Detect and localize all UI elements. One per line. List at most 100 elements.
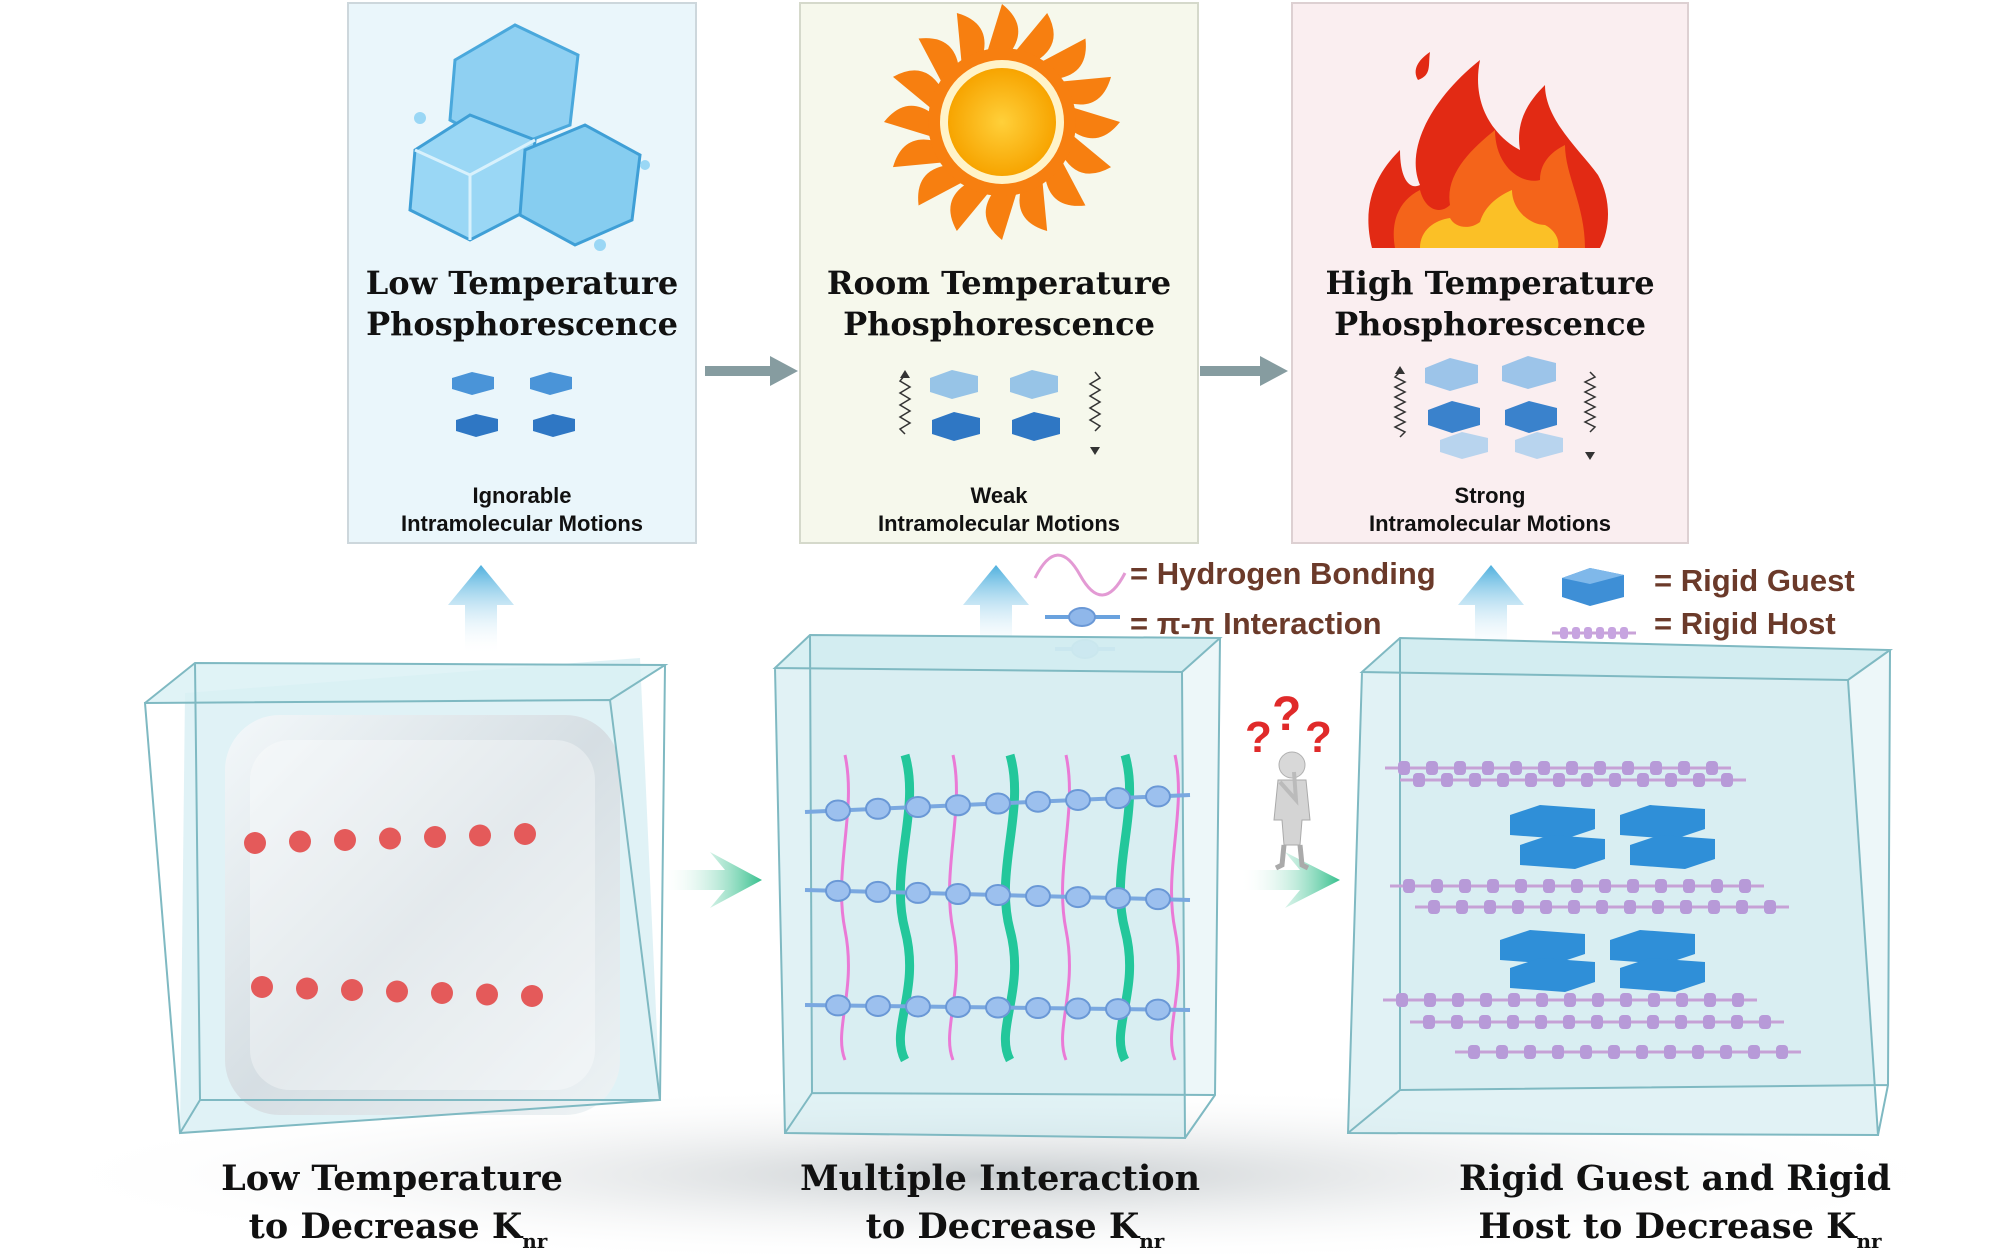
host-bead xyxy=(1426,761,1438,775)
host-bead xyxy=(1620,627,1628,639)
host-bead xyxy=(1608,627,1616,639)
host-bead xyxy=(1739,879,1751,893)
pi-pi-node xyxy=(905,881,931,904)
host-bead xyxy=(1678,761,1690,775)
host-bead xyxy=(1441,773,1453,787)
pi-pi-node xyxy=(1145,888,1171,911)
host-bead xyxy=(1627,879,1639,893)
red-dot xyxy=(386,980,408,1003)
bottom-label-2-line1: Multiple Interaction xyxy=(799,1158,1201,1199)
host-bead xyxy=(1571,879,1583,893)
host-bead xyxy=(1650,761,1662,775)
host-bead xyxy=(1560,627,1568,639)
ignorable-motion-plates xyxy=(452,372,575,437)
host-bead xyxy=(1564,993,1576,1007)
panel-low-sub-line1: Ignorable xyxy=(472,483,572,508)
host-bead xyxy=(1566,761,1578,775)
red-dot xyxy=(514,823,536,845)
rigid-guest xyxy=(1620,805,1705,839)
pi-pi-node xyxy=(945,882,971,905)
host-bead xyxy=(1692,1045,1704,1059)
host-bead xyxy=(1540,900,1552,914)
host-bead xyxy=(1584,627,1592,639)
host-bead xyxy=(1497,773,1509,787)
pi-pi-node xyxy=(825,994,851,1017)
pi-pi-node xyxy=(985,996,1011,1019)
host-bead xyxy=(1423,1015,1435,1029)
red-dot xyxy=(296,977,318,1000)
host-bead xyxy=(1636,1045,1648,1059)
panel-room-sub-line1: Weak xyxy=(970,483,1028,508)
arrow-cube2-to-cube3 xyxy=(1240,852,1340,908)
red-dot xyxy=(251,976,273,998)
pi-pi-node xyxy=(1065,788,1091,811)
host-bead xyxy=(1759,1015,1771,1029)
host-bead xyxy=(1459,879,1471,893)
green-chain xyxy=(1115,753,1135,1063)
panel-high-sub-line1: Strong xyxy=(1454,483,1526,508)
host-bead xyxy=(1452,993,1464,1007)
host-bead xyxy=(1512,900,1524,914)
pi-pi-node xyxy=(1145,998,1171,1021)
host-bead xyxy=(1648,993,1660,1007)
host-bead xyxy=(1515,879,1527,893)
host-bead xyxy=(1637,773,1649,787)
host-bead xyxy=(1711,879,1723,893)
cube-low-temperature xyxy=(143,658,669,1135)
panel-low-temperature xyxy=(347,2,697,544)
bottom-label-3-line2: Host to Decrease Knr xyxy=(1478,1206,1882,1253)
rigid-guest xyxy=(1510,805,1595,839)
host-bead xyxy=(1536,993,1548,1007)
host-bead xyxy=(1398,761,1410,775)
sun-ray xyxy=(956,12,985,65)
up-arrow-right xyxy=(1458,565,1524,655)
host-bead xyxy=(1510,761,1522,775)
legend-pi-pi: = π-π Interaction xyxy=(1130,606,1382,641)
legend-rigid-guest: = Rigid Guest xyxy=(1654,563,1855,598)
host-bead xyxy=(1524,1045,1536,1059)
rigid-guest xyxy=(1500,930,1585,964)
host-bead xyxy=(1456,900,1468,914)
host-bead xyxy=(1479,1015,1491,1029)
host-bead xyxy=(1592,993,1604,1007)
panel-room-title-line2: Phosphorescence xyxy=(843,305,1155,343)
host-bead xyxy=(1403,879,1415,893)
arrow-room-to-high xyxy=(1200,356,1288,386)
host-bead xyxy=(1424,993,1436,1007)
legend-rigid-host: = Rigid Host xyxy=(1654,606,1836,641)
panel-low-title-line1: Low Temperature xyxy=(365,264,679,302)
host-bead xyxy=(1482,761,1494,775)
host-bead xyxy=(1507,1015,1519,1029)
host-bead xyxy=(1596,900,1608,914)
pi-pi-node xyxy=(945,794,971,817)
pi-pi-node xyxy=(865,797,891,820)
pi-pi-node xyxy=(1065,886,1091,909)
rigid-guest xyxy=(1510,958,1595,992)
panel-room-temperature xyxy=(799,2,1199,544)
red-dot xyxy=(431,982,453,1004)
red-dot xyxy=(244,832,266,854)
bottom-label-1-line1: Low Temperature xyxy=(221,1158,563,1199)
host-bead xyxy=(1508,993,1520,1007)
panel-high-title-line1: High Temperature xyxy=(1325,264,1655,302)
pi-pi-node xyxy=(1065,997,1091,1020)
up-arrow-left xyxy=(448,565,514,655)
arrow-low-to-room xyxy=(705,356,798,386)
host-bead xyxy=(1720,1045,1732,1059)
pi-pi-node xyxy=(945,995,971,1018)
host-bead xyxy=(1731,1015,1743,1029)
sun-icon xyxy=(884,4,1120,240)
host-bead xyxy=(1748,1045,1760,1059)
red-dot xyxy=(289,830,311,853)
sun-ray xyxy=(1059,76,1112,105)
host-bead xyxy=(1693,773,1705,787)
panel-low-title-line2: Phosphorescence xyxy=(366,305,678,343)
host-bead xyxy=(1676,993,1688,1007)
sun-ray xyxy=(950,182,990,232)
pi-pi-node xyxy=(1025,885,1051,908)
host-bead xyxy=(1776,1045,1788,1059)
red-dot xyxy=(521,985,543,1007)
pi-pi-node xyxy=(1105,787,1131,810)
sun-ray xyxy=(884,105,934,138)
